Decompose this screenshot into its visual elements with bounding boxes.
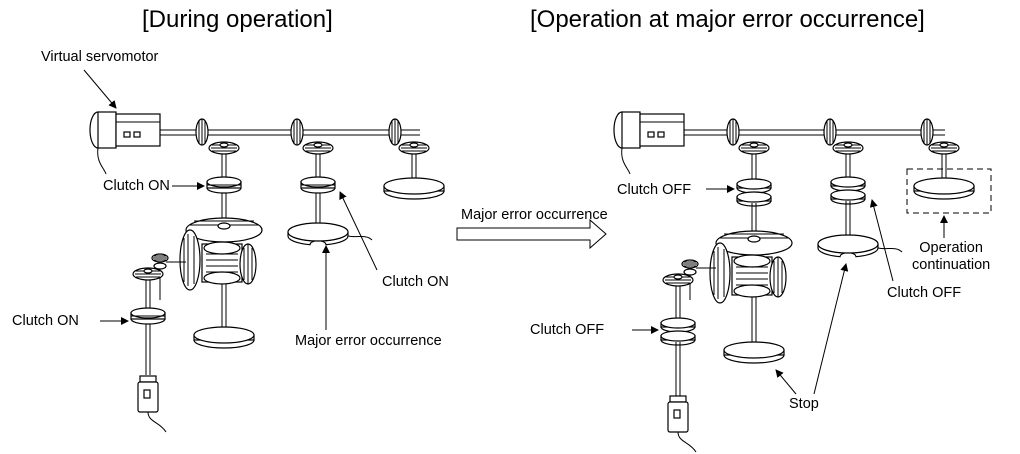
leader-lines [83, 69, 948, 395]
label-transition-arrow: Major error occurrence [461, 207, 608, 223]
label-left-clutch-on-bottom: Clutch ON [12, 313, 79, 329]
title-during-operation: [During operation] [142, 6, 333, 33]
label-left-clutch-on-right: Clutch ON [382, 274, 449, 290]
label-left-major-error: Major error occurrence [295, 333, 442, 349]
label-right-operation-continuation: Operation continuation [912, 240, 991, 273]
label-right-clutch-off-right: Clutch OFF [887, 285, 962, 301]
label-right-stop: Stop [789, 396, 819, 412]
right-mechanism [613, 111, 992, 453]
label-virtual-servomotor: Virtual servomotor [41, 49, 159, 65]
transition-arrow-shape [456, 218, 607, 250]
title-major-error: [Operation at major error occurrence] [530, 6, 925, 33]
label-left-clutch-on-top: Clutch ON [103, 178, 170, 194]
left-mechanism [89, 111, 445, 433]
label-right-clutch-off-bottom: Clutch OFF [530, 322, 605, 338]
label-right-clutch-off-top: Clutch OFF [617, 182, 692, 198]
